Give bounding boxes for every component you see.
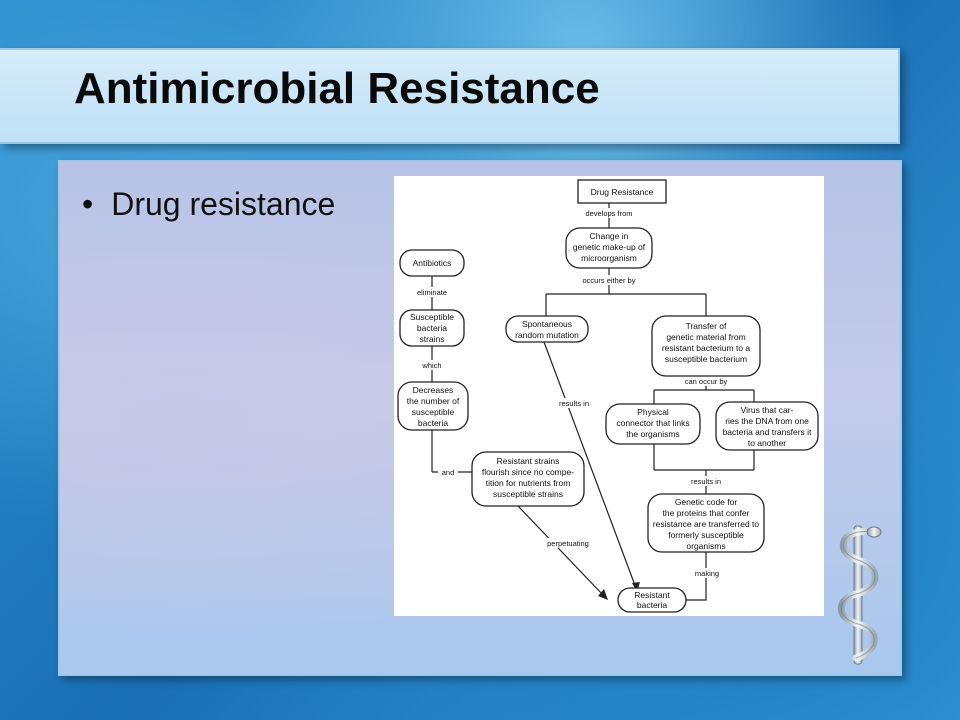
svg-text:Change in: Change in [590,231,629,241]
svg-text:bacteria: bacteria [637,600,668,610]
node-change-genetic-makeup: Change in genetic make-up of microorgani… [565,227,653,269]
svg-text:organisms: organisms [686,541,725,551]
svg-text:Decreases: Decreases [413,385,454,395]
svg-text:Transfer of: Transfer of [686,321,727,331]
svg-text:susceptible strains: susceptible strains [493,489,563,499]
label-eliminate: eliminate [417,288,447,297]
svg-text:the proteins that confer: the proteins that confer [663,508,750,518]
svg-text:bacteria: bacteria [417,323,448,333]
node-resistant-strains-flourish: Resistant strains flourish since no comp… [471,451,585,507]
svg-text:Genetic code for: Genetic code for [675,497,738,507]
svg-text:resistant bacterium to a: resistant bacterium to a [662,343,751,353]
label-which: which [421,361,441,370]
svg-text:formerly susceptible: formerly susceptible [668,530,744,540]
title-bar: Antimicrobial Resistance [0,48,900,144]
node-transfer-genetic-material: Transfer of genetic material from resist… [651,315,761,377]
svg-text:to another: to another [748,438,786,448]
svg-text:Virus that car-: Virus that car- [741,405,794,415]
bullet-item: • Drug resistance [82,186,335,223]
svg-text:Susceptible: Susceptible [410,312,454,322]
svg-text:resistance are transferred to: resistance are transferred to [653,519,760,529]
svg-text:flourish since no compe-: flourish since no compe- [482,467,574,477]
bullet-dot: • [82,186,94,222]
node-decreases-number: Decreases the number of susceptible bact… [397,381,469,431]
svg-text:Physical: Physical [637,407,669,417]
svg-text:connector that links: connector that links [616,418,689,428]
connector-labels: develops from occurs either by eliminate… [412,208,732,578]
label-perpetuating: perpetuating [547,539,589,548]
svg-text:tition for nutrients from: tition for nutrients from [486,478,571,488]
arrowhead [632,582,640,592]
svg-text:susceptible: susceptible [412,407,455,417]
connectors [431,203,755,601]
arrowhead [598,589,608,600]
node-virus-carries-dna: Virus that car- ries the DNA from one ba… [715,401,819,451]
node-antibiotics: Antibiotics [399,249,465,277]
svg-text:ries the DNA from one: ries the DNA from one [725,416,809,426]
label-results-in-right: results in [691,477,721,486]
svg-text:strains: strains [419,334,444,344]
node-drug-resistance: Drug Resistance [577,179,667,204]
svg-text:Antibiotics: Antibiotics [413,258,452,268]
label-results-in-left: results in [559,399,589,408]
node-resistant-bacteria: Resistant bacteria [617,587,687,613]
slide-title: Antimicrobial Resistance [74,64,600,113]
label-and: and [442,468,455,477]
svg-text:microorganism: microorganism [581,253,637,263]
svg-text:Resistant: Resistant [634,590,670,600]
svg-text:the organisms: the organisms [626,429,679,439]
label-making: making [695,569,719,578]
svg-text:Resistant strains: Resistant strains [497,456,560,466]
label-develops-from: develops from [585,209,632,218]
concept-map-svg: develops from occurs either by eliminate… [397,179,819,613]
svg-text:bacteria and transfers it: bacteria and transfers it [723,427,812,437]
label-can-occur-by: can occur by [685,377,728,386]
svg-text:the number of: the number of [407,396,460,406]
svg-text:bacteria: bacteria [418,418,449,428]
svg-text:random mutation: random mutation [515,330,579,340]
node-spontaneous-mutation: Spontaneous random mutation [505,315,589,343]
svg-text:Spontaneous: Spontaneous [522,319,572,329]
node-physical-connector: Physical connector that links the organi… [605,403,701,445]
node-susceptible-bacteria: Susceptible bacteria strains [399,309,465,347]
svg-text:Drug Resistance: Drug Resistance [591,187,654,197]
bullet-text: Drug resistance [111,186,336,222]
svg-text:susceptible bacterium: susceptible bacterium [665,354,747,364]
caduceus-icon [837,525,882,665]
svg-text:genetic material from: genetic material from [666,332,745,342]
label-occurs-either-by: occurs either by [583,276,636,285]
node-genetic-code-transferred: Genetic code for the proteins that confe… [647,493,765,553]
concept-map-diagram: develops from occurs either by eliminate… [394,176,824,616]
svg-text:genetic make-up of: genetic make-up of [573,242,646,252]
